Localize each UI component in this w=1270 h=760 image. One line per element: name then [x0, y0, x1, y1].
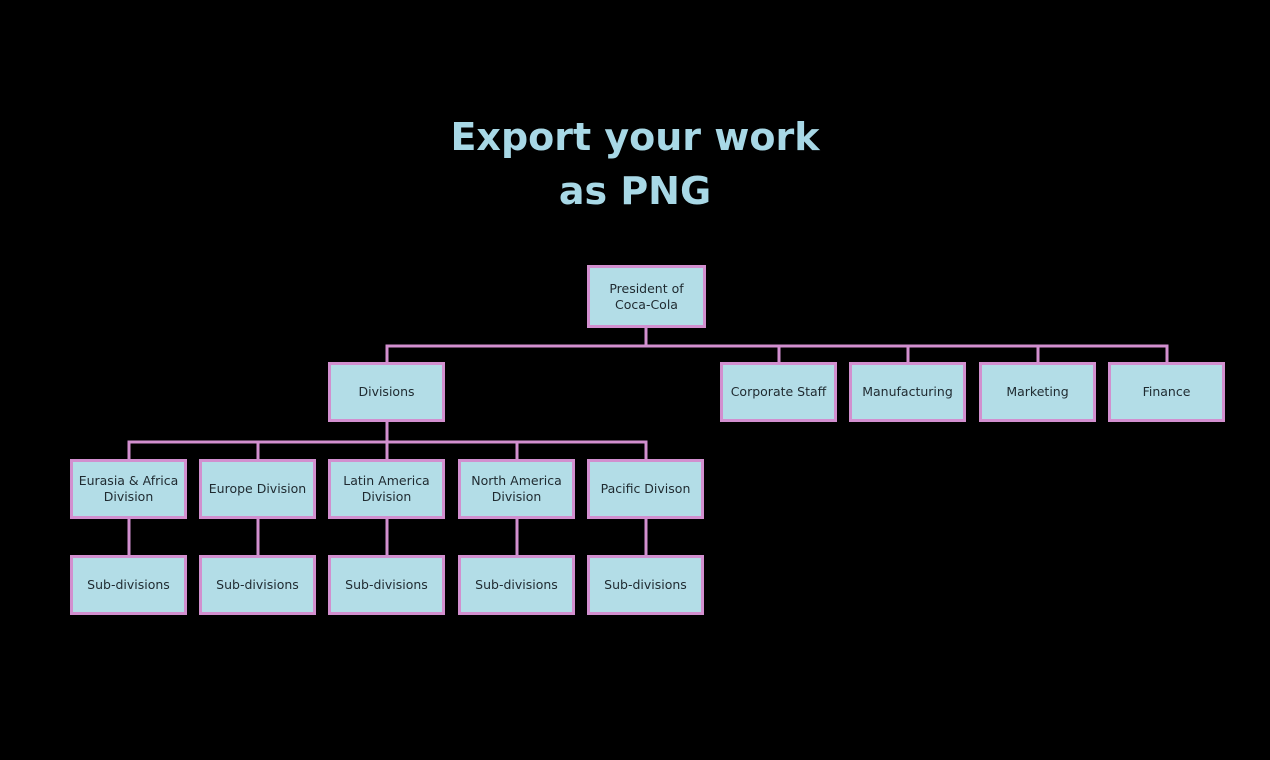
node-corporate-staff-label: Corporate Staff — [730, 384, 827, 399]
node-divisions-label: Divisions — [358, 384, 415, 399]
node-pacific-label: Pacific Divison — [600, 481, 691, 496]
node-corporate-staff: Corporate Staff — [720, 362, 837, 422]
page-title-line-1: Export your work — [450, 115, 820, 159]
node-marketing: Marketing — [979, 362, 1096, 422]
node-latin-america: Latin America Division — [328, 459, 445, 519]
node-eurasia-africa-label: Eurasia & Africa Division — [78, 473, 179, 504]
node-eurasia-africa: Eurasia & Africa Division — [70, 459, 187, 519]
node-sub-divisions-latin-america: Sub-divisions — [328, 555, 445, 615]
node-europe: Europe Division — [199, 459, 316, 519]
node-sub-divisions-label: Sub-divisions — [87, 577, 170, 592]
node-finance: Finance — [1108, 362, 1225, 422]
node-divisions: Divisions — [328, 362, 445, 422]
page-title-line-2: as PNG — [558, 169, 712, 213]
node-sub-divisions-europe: Sub-divisions — [199, 555, 316, 615]
node-sub-divisions-eurasia: Sub-divisions — [70, 555, 187, 615]
node-latin-america-label: Latin America Division — [343, 473, 430, 504]
node-sub-divisions-north-america: Sub-divisions — [458, 555, 575, 615]
node-president: President of Coca-Cola — [587, 265, 706, 328]
node-finance-label: Finance — [1142, 384, 1191, 399]
node-manufacturing: Manufacturing — [849, 362, 966, 422]
node-president-label: President of Coca-Cola — [609, 280, 684, 312]
node-sub-divisions-label: Sub-divisions — [216, 577, 299, 592]
node-north-america-label: North America Division — [471, 473, 562, 504]
node-marketing-label: Marketing — [1006, 384, 1069, 399]
node-sub-divisions-pacific: Sub-divisions — [587, 555, 704, 615]
node-sub-divisions-label: Sub-divisions — [604, 577, 687, 592]
node-sub-divisions-label: Sub-divisions — [345, 577, 428, 592]
node-manufacturing-label: Manufacturing — [862, 384, 953, 399]
node-europe-label: Europe Division — [208, 481, 307, 496]
node-pacific: Pacific Divison — [587, 459, 704, 519]
node-sub-divisions-label: Sub-divisions — [475, 577, 558, 592]
node-north-america: North America Division — [458, 459, 575, 519]
